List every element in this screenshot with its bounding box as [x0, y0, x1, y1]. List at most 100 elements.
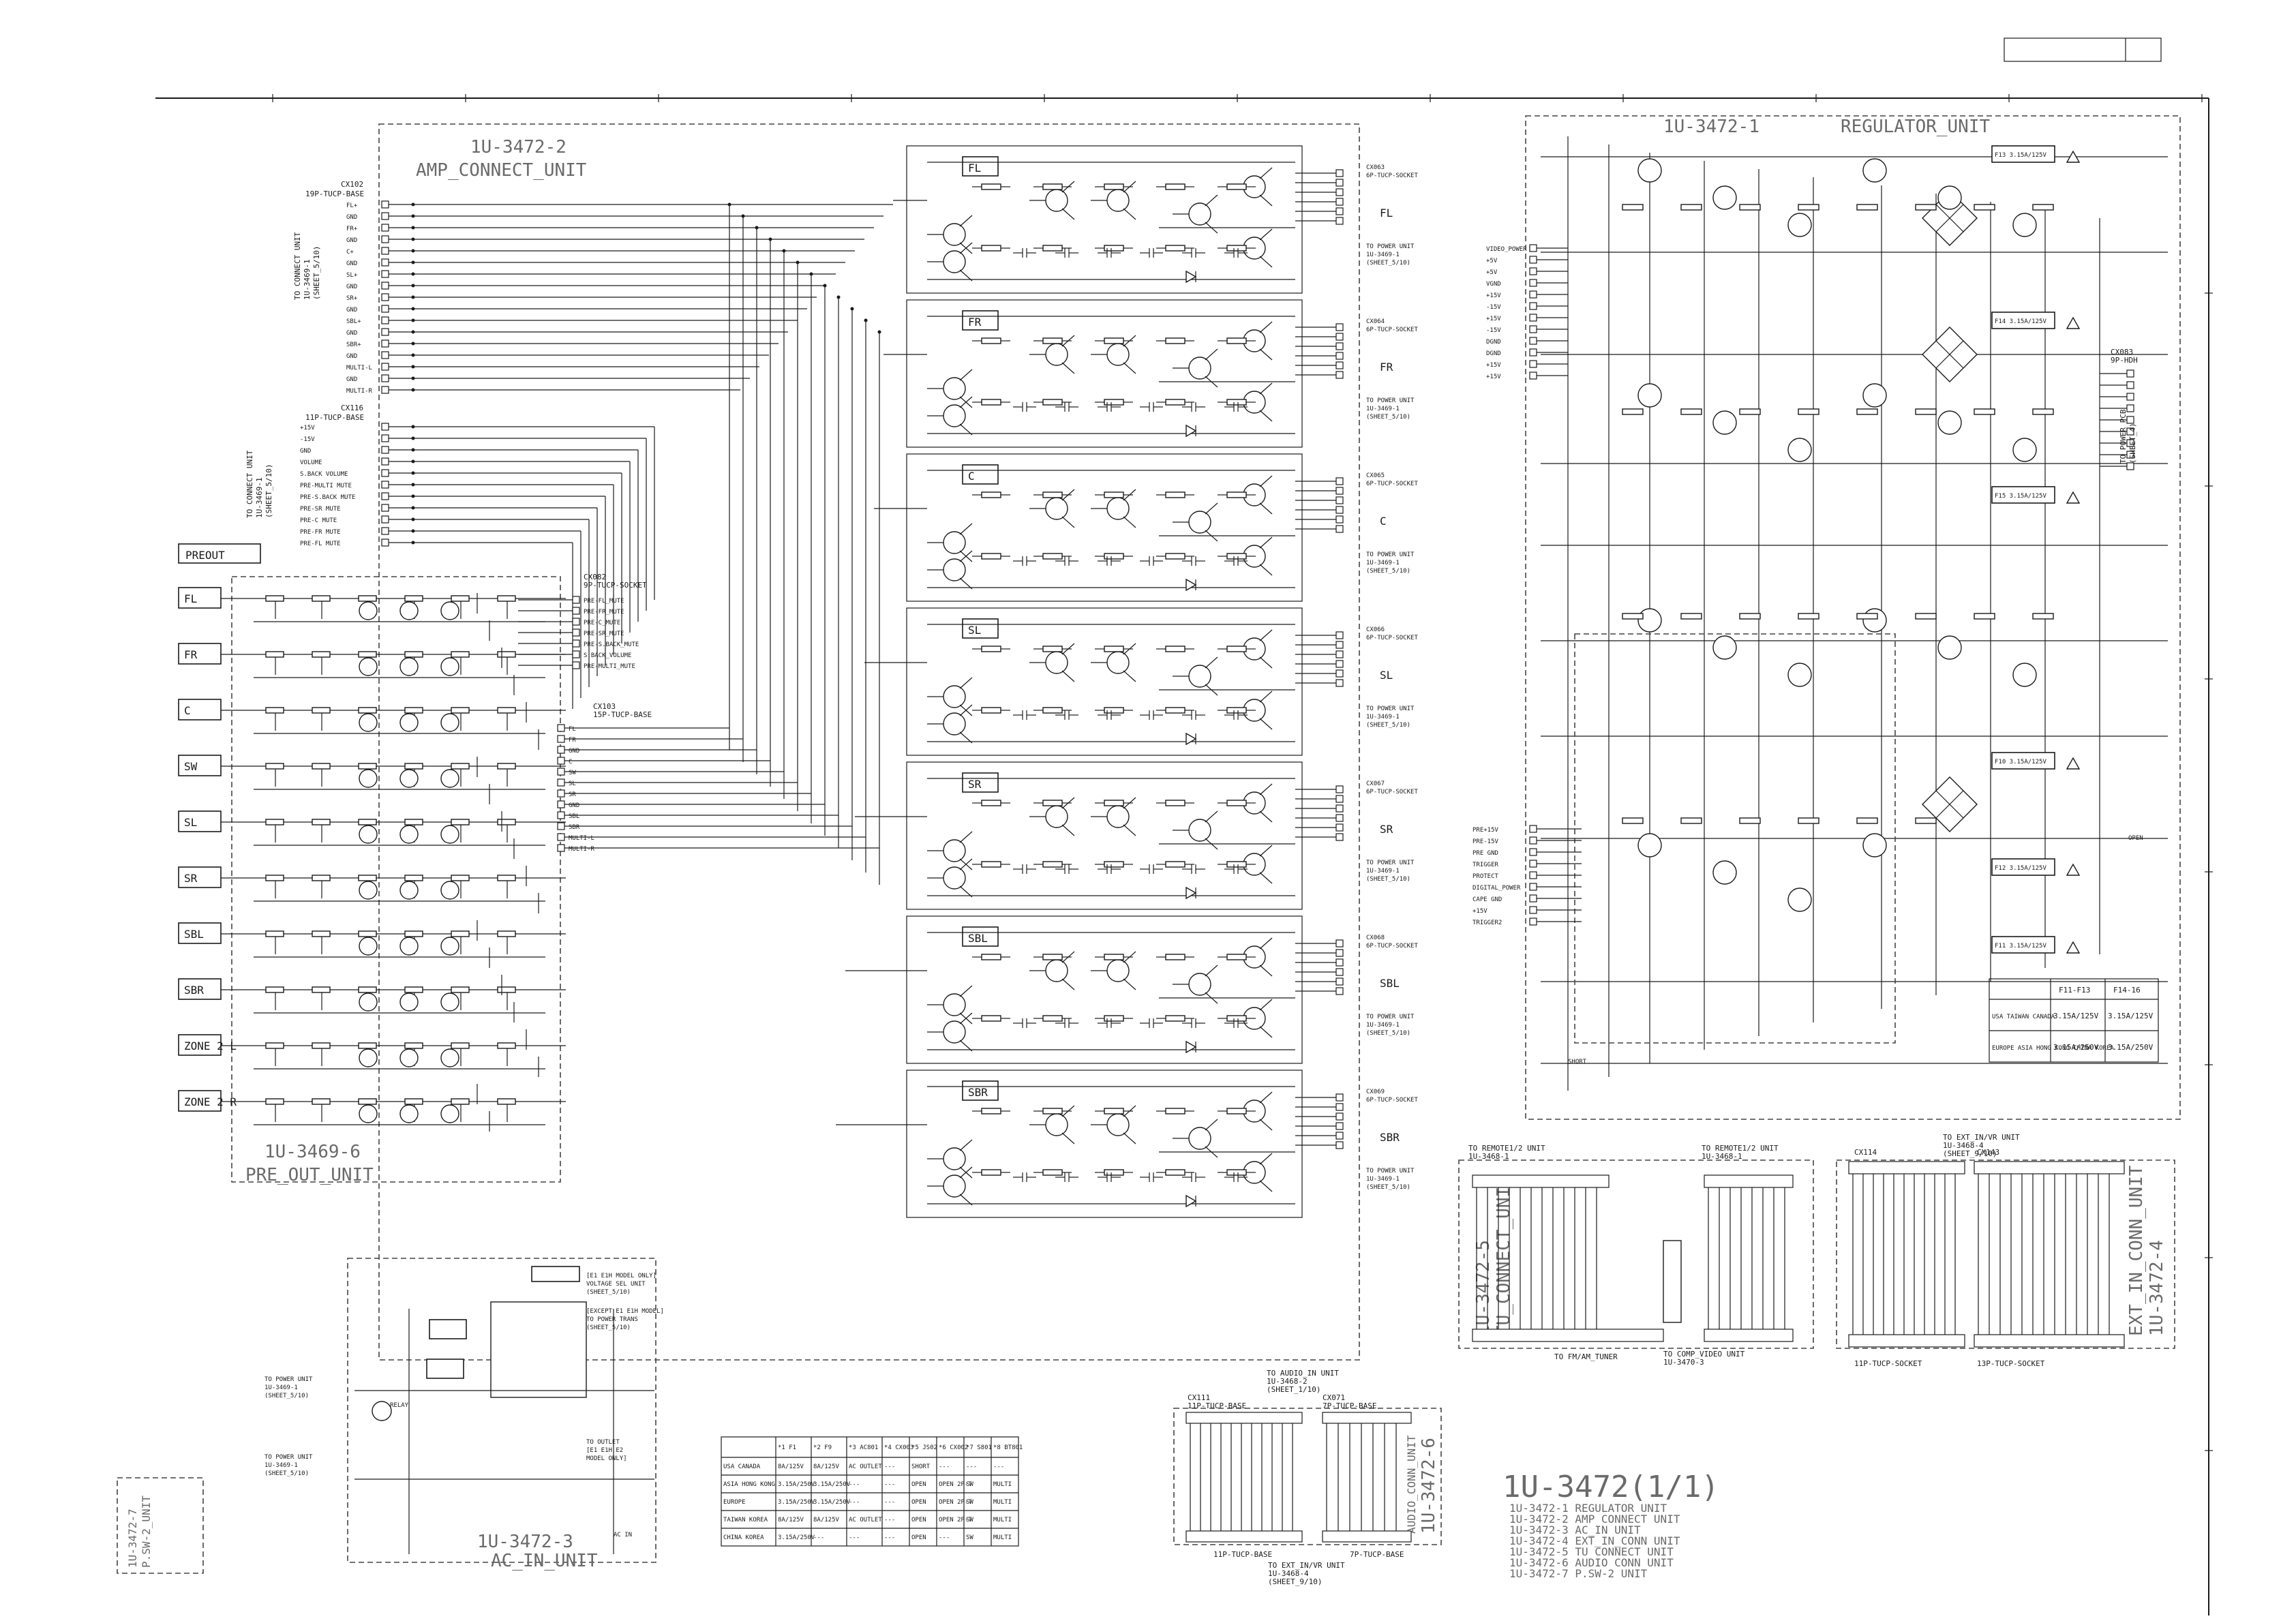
out-pin [1335, 814, 1344, 822]
out-label: FR [1380, 361, 1393, 374]
fuse-box [1991, 858, 2055, 876]
lead [1259, 783, 1273, 795]
reg-out-pin [2126, 369, 2134, 378]
transistor [943, 712, 966, 735]
reg-pin [1529, 314, 1537, 322]
protect-pin-label: PROTECT [1472, 873, 1499, 880]
transistor [1787, 663, 1812, 687]
cx082-pin-label: PRE-SR_MUTE [584, 631, 624, 637]
resistor [1104, 646, 1124, 652]
out-conn-ref: CX064 [1366, 318, 1385, 325]
diode [1185, 424, 1197, 438]
ac-in-label: AC IN [614, 1532, 632, 1538]
model-header: *3 AC801 [849, 1444, 878, 1451]
resistor [981, 245, 1001, 252]
out-pin [1335, 785, 1344, 793]
lead [959, 1166, 973, 1179]
cx102-pin [381, 374, 389, 382]
ext-in-bot-3: (SHEET_9/10) [1268, 1577, 1322, 1586]
lead [1259, 564, 1273, 576]
diode [1185, 578, 1197, 592]
lead [1259, 999, 1273, 1011]
reg-pin [1529, 267, 1537, 275]
transistor [440, 1048, 459, 1067]
pre-out-unit: PREOUT 1U-3469-6 PRE_OUT_UNIT FLFRCSWSLS… [178, 543, 566, 1185]
model-cell: 3.15A/250V [778, 1534, 815, 1541]
out-pin [1335, 342, 1344, 350]
preout-channel-box [178, 978, 222, 1000]
model-cell: OPEN [911, 1517, 926, 1523]
amp-channel-frame [906, 299, 1303, 448]
out-label: SBR [1380, 1131, 1400, 1144]
junction [850, 307, 854, 311]
cx103-pin-label: SR [569, 791, 576, 798]
cx102-pin-label: C+ [346, 249, 354, 256]
resistor [981, 337, 1001, 344]
resistor [1226, 399, 1247, 406]
cx082-pin [572, 650, 580, 658]
resistor [981, 1108, 1001, 1114]
audio-conn-unit: TO AUDIO_IN UNIT 1U-3468-2 (SHEET_1/10) … [1173, 1369, 1442, 1586]
out-pin [1335, 1132, 1344, 1140]
lead [1259, 965, 1273, 977]
out-pin [1335, 631, 1344, 639]
protect-pin-label: DIGITAL_POWER [1472, 885, 1521, 892]
audio-conn-strip [1185, 1530, 1303, 1543]
resistor [1042, 954, 1063, 960]
channel-label-box [962, 926, 999, 947]
resistor [451, 819, 470, 825]
remote1-h2: 1U-3468-1 [1468, 1152, 1509, 1161]
resistor [1165, 183, 1185, 190]
cx103-pin [557, 833, 565, 841]
amp-channel-frame [906, 1070, 1303, 1218]
tu-conn-strip [1472, 1329, 1664, 1342]
resistor [1915, 613, 1937, 620]
to-power-1: TO POWER UNIT [1366, 860, 1415, 866]
to-connect-unit-3: (SHEET_5/10) [312, 246, 321, 300]
ext-in-bot-2: 1U-3468-4 [1268, 1569, 1309, 1578]
transistor [359, 657, 378, 676]
fuse-box [1991, 936, 2055, 954]
cx102-type: 19P-TUCP-BASE [305, 189, 364, 198]
model-cell: USA CANADA [723, 1463, 761, 1470]
cx103-pin-label: FL [569, 726, 576, 733]
amp-connect-unit: 1U-3472-2 AMP_CONNECT_UNIT [378, 123, 1360, 1361]
transistor [943, 1020, 966, 1044]
unit-list-item: 1U-3472-5 TU CONNECT UNIT [1509, 1545, 1674, 1558]
protect-pin-label: PRE-15V [1472, 838, 1499, 845]
ac-header-box [531, 1266, 580, 1282]
cx102-pin-label: GND [346, 214, 357, 221]
reg-out-pin [2126, 381, 2134, 389]
channel-label-box [962, 310, 999, 331]
cx130-type: 13P-TUCP-SOCKET [1977, 1359, 2045, 1368]
model-cell: --- [884, 1534, 895, 1541]
cx116-pin [381, 515, 389, 524]
junction [864, 318, 868, 322]
transistor [1106, 1113, 1130, 1136]
lead [1259, 1153, 1273, 1165]
unit-list-item: 1U-3472-4 EXT_IN_CONN UNIT [1509, 1534, 1680, 1547]
lead [1259, 256, 1273, 268]
audio-conn-strip [1322, 1412, 1412, 1424]
resistor [1226, 1015, 1247, 1022]
out-pin [1335, 939, 1344, 947]
preout-channel-box [178, 643, 222, 665]
cx082-pin-label: PRE-C_MUTE [584, 620, 620, 626]
reg-pin-label: VGND [1486, 281, 1501, 288]
transistor [440, 992, 459, 1012]
protect-pin [1529, 917, 1537, 926]
lead [959, 215, 973, 227]
cx102-pin-label: SR+ [346, 295, 358, 302]
resistor [981, 646, 1001, 652]
resistor [1165, 245, 1185, 252]
ac-in-unit: 1U-3472-3 AC_IN_UNIT [E1 E1H MODEL ONLY]… [265, 1258, 664, 1571]
lead [1061, 1132, 1075, 1144]
ac-note: (SHEET_5/10) [586, 1324, 631, 1331]
resistor [1974, 204, 1995, 211]
resistor [1226, 707, 1247, 714]
out-label: FL [1380, 207, 1393, 219]
ac-note: VOLTAGE SEL UNIT [586, 1281, 646, 1288]
resistor [1856, 817, 1878, 824]
model-cell: 3.15A/250V [778, 1499, 815, 1506]
